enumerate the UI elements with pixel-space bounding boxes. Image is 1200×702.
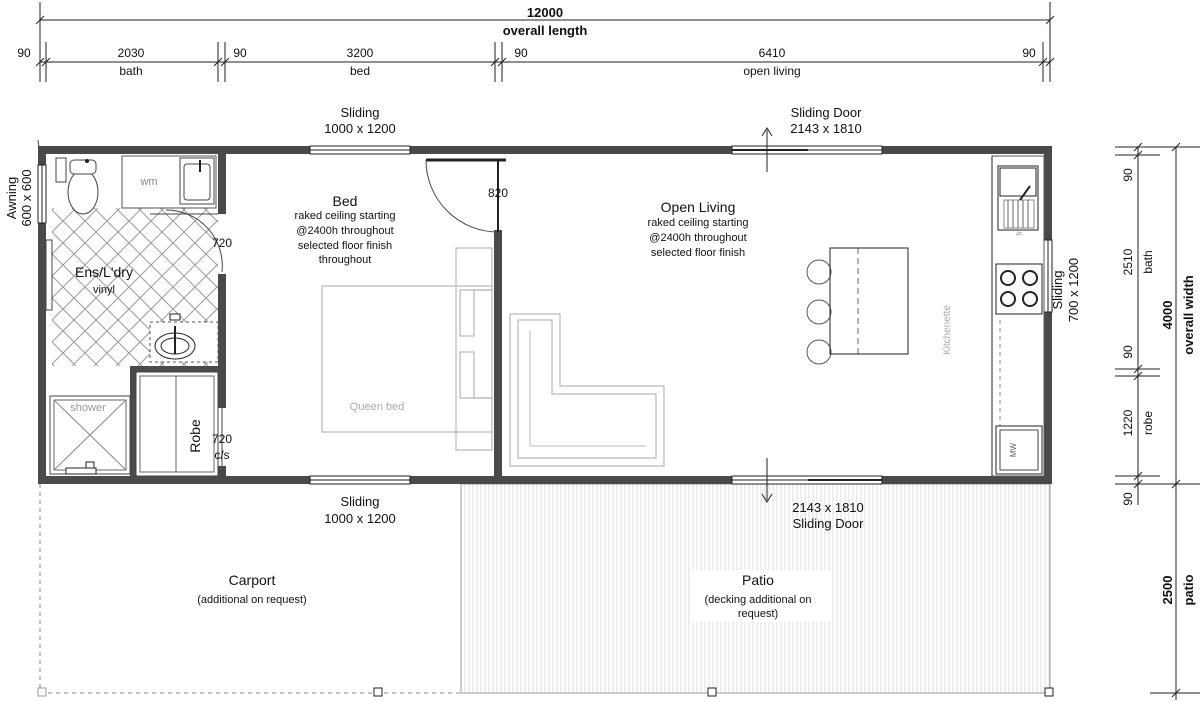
patio-note-1: request) [738,608,778,620]
overall-width-value: 4000 [1160,301,1175,330]
robe-cupboard [135,371,219,477]
carport-note: (additional on request) [197,594,306,606]
post-marker [707,687,717,697]
patio-depth-label: patio [1181,574,1196,605]
microwave-label: MW [1009,442,1018,457]
bed-note-1: @2400h throughout [296,225,393,237]
bed-name: Bed [333,193,358,209]
l-shaped-sofa [509,313,665,467]
sliding-top-size: 1000 x 1200 [324,121,396,136]
sliding-right-title: Sliding [1050,270,1065,309]
dim-seg-6-value: 90 [1022,46,1036,60]
walls [38,146,1052,484]
robe-name: Robe [187,419,203,453]
laundry-tub [179,157,215,205]
sliding-right-size: 700 x 1200 [1066,258,1081,322]
wm-label: wm [139,176,157,188]
patio-note-0: (decking additional on [704,594,811,606]
sliding-door-bottom-size: 2143 x 1810 [792,500,864,515]
bed-note-3: throughout [319,254,372,266]
side-seg-3-label: robe [1141,411,1155,435]
side-seg-3-value: 1220 [1121,409,1135,436]
sliding-door-arrows [761,127,773,503]
shower-label: shower [70,402,106,414]
top-dimensions: 12000 overall length 90 2030 bath 90 320… [17,2,1055,82]
door-720-a-label: 720 [212,236,232,250]
kitchenette-label: Kitchenette [942,305,953,355]
sliding-door-top-title: Sliding Door [791,105,862,120]
living-note-2: selected floor finish [651,247,745,259]
side-seg-4-value: 90 [1121,492,1135,506]
sliding-door-top-size: 2143 x 1810 [790,121,862,136]
sliding-bottom-size: 1000 x 1200 [324,511,396,526]
side-seg-1-label: bath [1141,250,1155,273]
dim-seg-2-value: 90 [233,46,247,60]
kitchenette-bench [991,155,1045,477]
dim-seg-3-label: bed [350,64,370,78]
awning-title: Awning [4,177,19,219]
patio-depth-value: 2500 [1160,576,1175,605]
queen-bed [321,247,493,451]
shower [49,395,131,475]
dim-seg-0-value: 90 [17,46,31,60]
side-seg-1-value: 2510 [1121,248,1135,275]
sliding-top-title: Sliding [340,105,379,120]
post-marker [1044,687,1054,697]
living-note-0: raked ceiling starting [648,217,749,229]
bed-note-0: raked ceiling starting [295,210,396,222]
carport-name: Carport [229,572,276,588]
patio-name: Patio [742,572,774,588]
right-dimensions: 90 2510 bath 90 1220 robe 90 4000 overal… [1115,142,1200,700]
post-marker [37,687,47,697]
ensuite-tile-hatch [52,208,218,366]
overall-length-label: overall length [503,23,588,38]
dim-seg-5-label: open living [743,64,800,78]
toilet [55,157,99,215]
door-720-b-label: 720 [212,432,232,446]
side-seg-2-value: 90 [1121,345,1135,359]
dim-seg-1-label: bath [119,64,142,78]
patio-label-backing [690,570,830,622]
overall-length-value: 12000 [527,5,563,20]
living-name: Open Living [661,199,736,215]
bed-note-2: selected floor finish [298,240,392,252]
side-seg-0-value: 90 [1121,168,1135,182]
dim-seg-4-value: 90 [514,46,528,60]
island-bench [806,247,909,365]
sliding-bottom-title: Sliding [340,494,379,509]
vanity-basin [149,313,219,363]
post-marker [373,687,383,697]
dim-seg-5-value: 6410 [759,46,786,60]
living-note-1: @2400h throughout [649,232,746,244]
door-swings [37,139,506,466]
sliding-door-bottom-title: Sliding Door [793,516,864,531]
awning-size: 600 x 600 [19,169,34,226]
door-cs-label: c/s [214,448,229,462]
fridge-label: fr [1015,230,1024,235]
overall-width-label: overall width [1181,275,1196,355]
dim-seg-1-value: 2030 [118,46,145,60]
openings [37,145,1053,485]
queen-bed-label: Queen bed [350,401,404,413]
ensuite-name: Ens/L'dry [75,264,133,280]
door-820-label: 820 [488,186,508,200]
carport-area [39,484,461,694]
ensuite-note: vinyl [93,284,115,296]
dim-seg-3-value: 3200 [347,46,374,60]
